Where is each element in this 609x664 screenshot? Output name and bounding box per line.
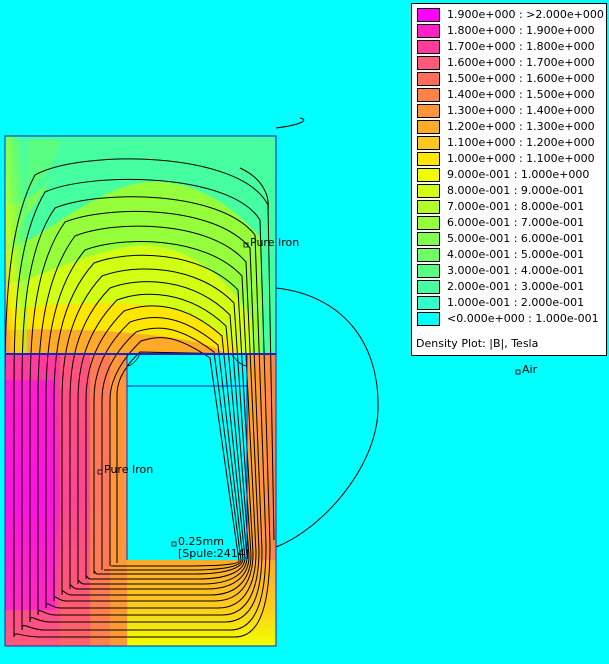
legend-swatch [417, 104, 440, 118]
legend-swatch [417, 72, 440, 86]
legend-range-label: 5.000e-001 : 6.000e-001 [447, 232, 585, 245]
legend-range-label: 3.000e-001 : 4.000e-001 [447, 264, 585, 277]
density-legend: 1.900e+000 : >2.000e+000 1.800e+000 : 1.9… [411, 3, 607, 356]
legend-row: 3.000e-001 : 4.000e-001 [416, 263, 604, 279]
legend-range-label: 1.800e+000 : 1.900e+000 [447, 24, 595, 37]
legend-row: 5.000e-001 : 6.000e-001 [416, 231, 604, 247]
legend-range-label: 1.600e+000 : 1.700e+000 [447, 56, 595, 69]
legend-swatch [417, 56, 440, 70]
legend-swatch [417, 120, 440, 134]
legend-range-label: 7.000e-001 : 8.000e-001 [447, 200, 585, 213]
legend-swatch [417, 184, 440, 198]
coil-wire-text: 0.25mm [178, 535, 224, 548]
legend-swatch [417, 88, 440, 102]
legend-range-label: 1.200e+000 : 1.300e+000 [447, 120, 595, 133]
legend-range-label: 1.900e+000 : >2.000e+000 [447, 8, 604, 21]
legend-swatch [417, 200, 440, 214]
legend-range-label: 2.000e-001 : 3.000e-001 [447, 280, 585, 293]
legend-swatch [417, 312, 440, 326]
legend-row: 1.700e+000 : 1.800e+000 [416, 39, 604, 55]
legend-row: 7.000e-001 : 8.000e-001 [416, 199, 604, 215]
pure-iron-left-text: Pure Iron [104, 463, 153, 476]
legend-range-label: <0.000e+000 : 1.000e-001 [447, 312, 599, 325]
legend-row: 1.800e+000 : 1.900e+000 [416, 23, 604, 39]
legend-row: 1.000e+000 : 1.100e+000 [416, 151, 604, 167]
legend-range-label: 6.000e-001 : 7.000e-001 [447, 216, 585, 229]
legend-row: 1.500e+000 : 1.600e+000 [416, 71, 604, 87]
legend-row: 6.000e-001 : 7.000e-001 [416, 215, 604, 231]
pure-iron-top-text: Pure Iron [250, 236, 299, 249]
legend-swatch [417, 232, 440, 246]
legend-range-label: 1.500e+000 : 1.600e+000 [447, 72, 595, 85]
legend-row: 1.000e-001 : 2.000e-001 [416, 295, 604, 311]
coil-window [127, 386, 247, 560]
legend-row: 9.000e-001 : 1.000e+000 [416, 167, 604, 183]
legend-row: 2.000e-001 : 3.000e-001 [416, 279, 604, 295]
label-coil: 0.25mm [Spule:2414] [171, 535, 249, 560]
coil-circuit-text: [Spule:2414] [178, 547, 249, 560]
legend-range-label: 1.300e+000 : 1.400e+000 [447, 104, 595, 117]
iron-top-region [5, 136, 276, 354]
legend-swatch [417, 8, 440, 22]
label-pure-iron-left: Pure Iron [97, 463, 153, 476]
legend-row: 1.300e+000 : 1.400e+000 [416, 103, 604, 119]
legend-swatch [417, 216, 440, 230]
legend-row: 1.200e+000 : 1.300e+000 [416, 119, 604, 135]
legend-row: 1.400e+000 : 1.500e+000 [416, 87, 604, 103]
label-pure-iron-top: Pure Iron [243, 236, 299, 249]
legend-row: 1.600e+000 : 1.700e+000 [416, 55, 604, 71]
legend-range-label: 1.700e+000 : 1.800e+000 [447, 40, 595, 53]
legend-swatch [417, 152, 440, 166]
legend-range-label: 8.000e-001 : 9.000e-001 [447, 184, 585, 197]
legend-swatch [417, 24, 440, 38]
legend-row: <0.000e+000 : 1.000e-001 [416, 311, 604, 327]
legend-title: Density Plot: |B|, Tesla [416, 337, 539, 350]
legend-range-label: 1.400e+000 : 1.500e+000 [447, 88, 595, 101]
legend-row: 8.000e-001 : 9.000e-001 [416, 183, 604, 199]
legend-swatch [417, 280, 440, 294]
flux-lines [4, 117, 379, 643]
legend-range-label: 9.000e-001 : 1.000e+000 [447, 168, 590, 181]
region-boundaries [4, 135, 277, 647]
legend-row: 4.000e-001 : 5.000e-001 [416, 247, 604, 263]
legend-range-label: 1.100e+000 : 1.200e+000 [447, 136, 595, 149]
legend-swatch [417, 264, 440, 278]
legend-swatch [417, 296, 440, 310]
legend-row: 1.100e+000 : 1.200e+000 [416, 135, 604, 151]
legend-swatch [417, 248, 440, 262]
legend-swatch [417, 168, 440, 182]
legend-range-label: 4.000e-001 : 5.000e-001 [447, 248, 585, 261]
legend-swatch [417, 136, 440, 150]
legend-range-label: 1.000e-001 : 2.000e-001 [447, 296, 585, 309]
air-text: Air [522, 363, 538, 376]
label-air: Air [515, 363, 538, 376]
legend-range-label: 1.000e+000 : 1.100e+000 [447, 152, 595, 165]
legend-row: 1.900e+000 : >2.000e+000 [416, 7, 604, 23]
legend-swatch [417, 40, 440, 54]
